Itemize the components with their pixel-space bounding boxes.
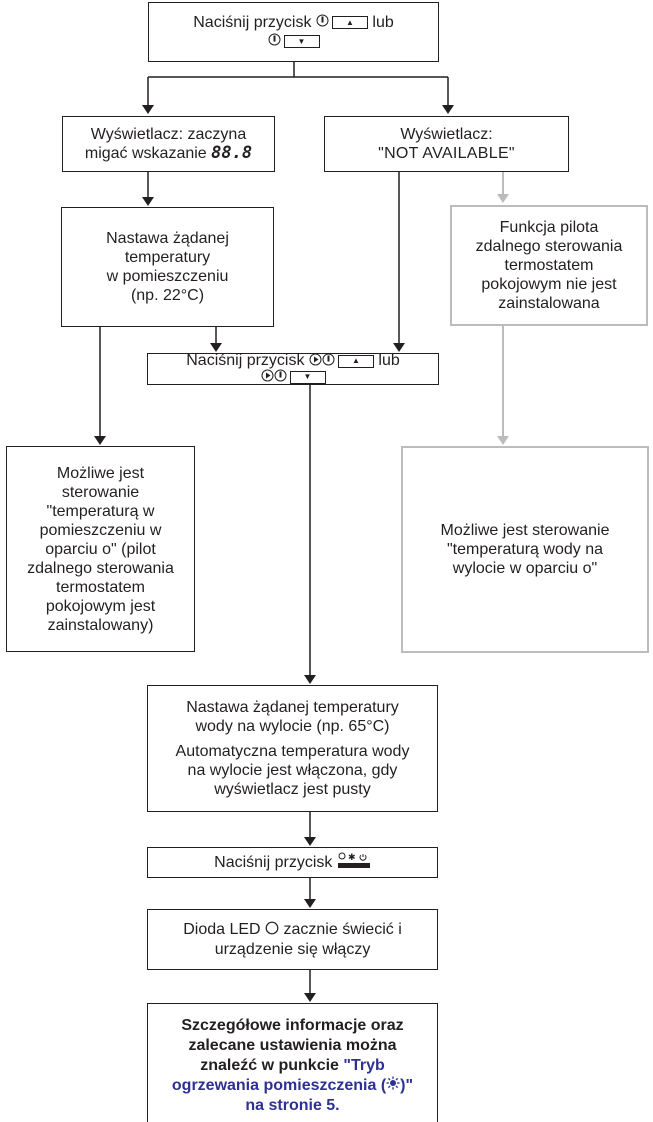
arrowhead	[304, 675, 316, 684]
page-link[interactable]: na stronie 5.	[245, 1097, 340, 1115]
segment-display-digits: 88.8	[211, 143, 253, 163]
led-on-step: Dioda LED zacznie świecić i urządzenie s…	[147, 909, 438, 970]
press-onoff-step: Naciśnij przycisk ✱	[147, 847, 438, 878]
no-remote-controller-note: Funkcja pilota zdalnego sterowania termo…	[450, 205, 648, 326]
heating-sun-icon	[386, 1076, 400, 1096]
room-temperature-control-result: Możliwe jest sterowanie "temperaturą w p…	[6, 446, 195, 652]
arrowhead	[304, 899, 316, 908]
press-button-step-2: Naciśnij przycisk ▲ lub ▼	[147, 353, 439, 385]
thermometer-icon	[316, 13, 329, 32]
up-button-icon: ▲	[337, 354, 374, 368]
up-button-icon: ▲	[331, 16, 368, 29]
arrowhead	[304, 993, 316, 1002]
display-not-available-step: Wyświetlacz: "NOT AVAILABLE"	[324, 116, 569, 172]
play-icon	[309, 353, 322, 369]
display-blink-step: Wyświetlacz: zaczyna migać wskazanie 88.…	[62, 116, 275, 172]
arrowhead	[497, 436, 509, 445]
leaving-water-control-result: Możliwe jest sterowanie "temperaturą wod…	[401, 446, 649, 653]
section-link-line2[interactable]: ogrzewania pomieszczenia ( )"	[171, 1076, 414, 1096]
arrowhead	[142, 105, 154, 114]
thermometer-icon	[322, 353, 335, 369]
details-reference: Szczegółowe informacje oraz zalecane ust…	[147, 1003, 438, 1122]
arrowhead	[142, 197, 154, 206]
down-button-icon: ▼	[283, 35, 320, 49]
thermometer-icon	[268, 32, 281, 51]
arrowhead	[210, 343, 222, 352]
set-leaving-water-temperature-step: Nastawa żądanej temperatury wody na wylo…	[147, 685, 438, 812]
arrowhead	[304, 837, 316, 846]
arrowhead	[497, 194, 509, 203]
press-button-step: Naciśnij przycisk ▲ lub ▼	[148, 2, 439, 62]
thermometer-icon	[274, 369, 287, 385]
arrowhead	[94, 436, 106, 445]
arrowhead	[393, 343, 405, 352]
section-link[interactable]: "Tryb	[343, 1057, 385, 1074]
set-room-temperature-step: Nastawa żądanej temperatury w pomieszcze…	[61, 207, 274, 327]
led-circle-icon	[265, 921, 279, 940]
arrowhead	[442, 105, 454, 114]
play-icon	[261, 369, 274, 385]
on-off-button-icon: ✱	[337, 852, 371, 874]
svg-text:✱: ✱	[348, 853, 356, 863]
down-button-icon: ▼	[289, 370, 326, 384]
